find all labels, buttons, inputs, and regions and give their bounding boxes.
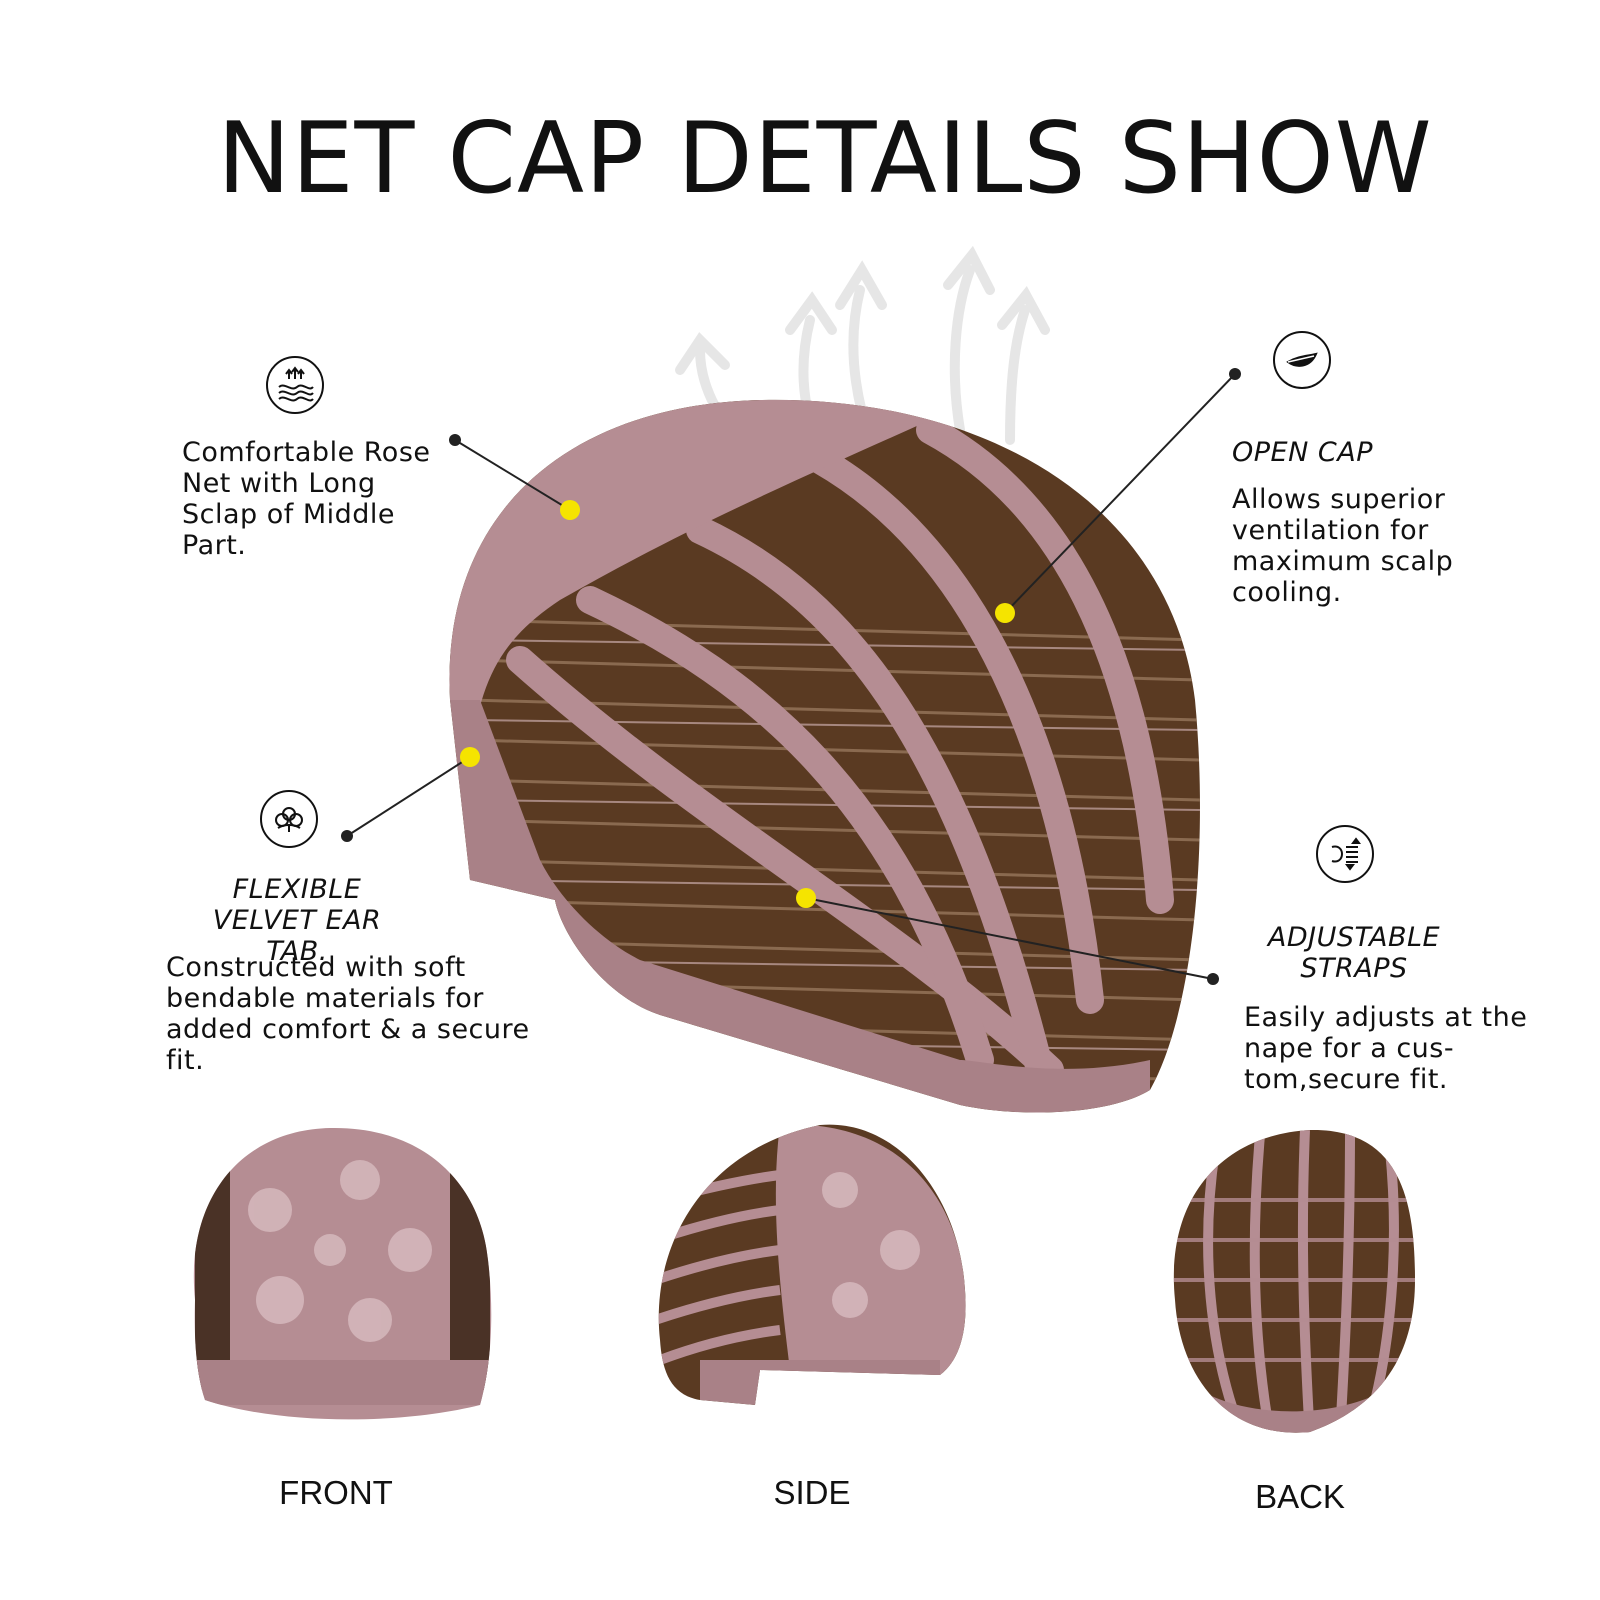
callout-dot — [1229, 368, 1241, 380]
callout-dot — [341, 830, 353, 842]
open-cap-heading: OPEN CAP — [1232, 437, 1373, 468]
waves-icon — [266, 356, 324, 414]
marker-dot — [796, 888, 816, 908]
side-view-label: SIDE — [773, 1474, 851, 1511]
callout-line-straps — [805, 897, 1214, 980]
straps-heading: ADJUSTABLE STRAPS — [1267, 922, 1441, 984]
callout-dot — [1207, 973, 1219, 985]
back-view-label: BACK — [1255, 1478, 1345, 1515]
ear-tab-heading: FLEXIBLE VELVET EAR TAB. — [212, 874, 382, 967]
callout-line-rose-net — [454, 439, 571, 511]
main-cap — [449, 399, 1200, 1113]
callout-line-open-cap — [1004, 373, 1236, 614]
side-view-cap — [658, 1124, 966, 1405]
front-view-cap — [193, 1127, 492, 1420]
ear-tab-text: Constructed with soft bendable materials… — [166, 952, 530, 1076]
open-cap-text: Allows superior ventilation for maximum … — [1232, 484, 1454, 608]
marker-dot — [995, 603, 1015, 623]
feather-icon — [1273, 331, 1331, 389]
page-title: NET CAP DETAILS SHOW — [217, 102, 1433, 216]
cotton-icon — [260, 790, 318, 848]
straps-text: Easily adjusts at the nape for a cus-tom… — [1244, 1002, 1528, 1095]
marker-dot — [460, 747, 480, 767]
callout-dot — [449, 434, 461, 446]
adjust-icon — [1316, 825, 1374, 883]
front-view-label: FRONT — [279, 1474, 393, 1511]
marker-dot — [560, 500, 580, 520]
callout-line-ear-tab — [346, 756, 471, 837]
back-view-cap — [1173, 1129, 1415, 1433]
rose-net-text: Comfortable Rose Net with Long Sclap of … — [182, 437, 431, 561]
